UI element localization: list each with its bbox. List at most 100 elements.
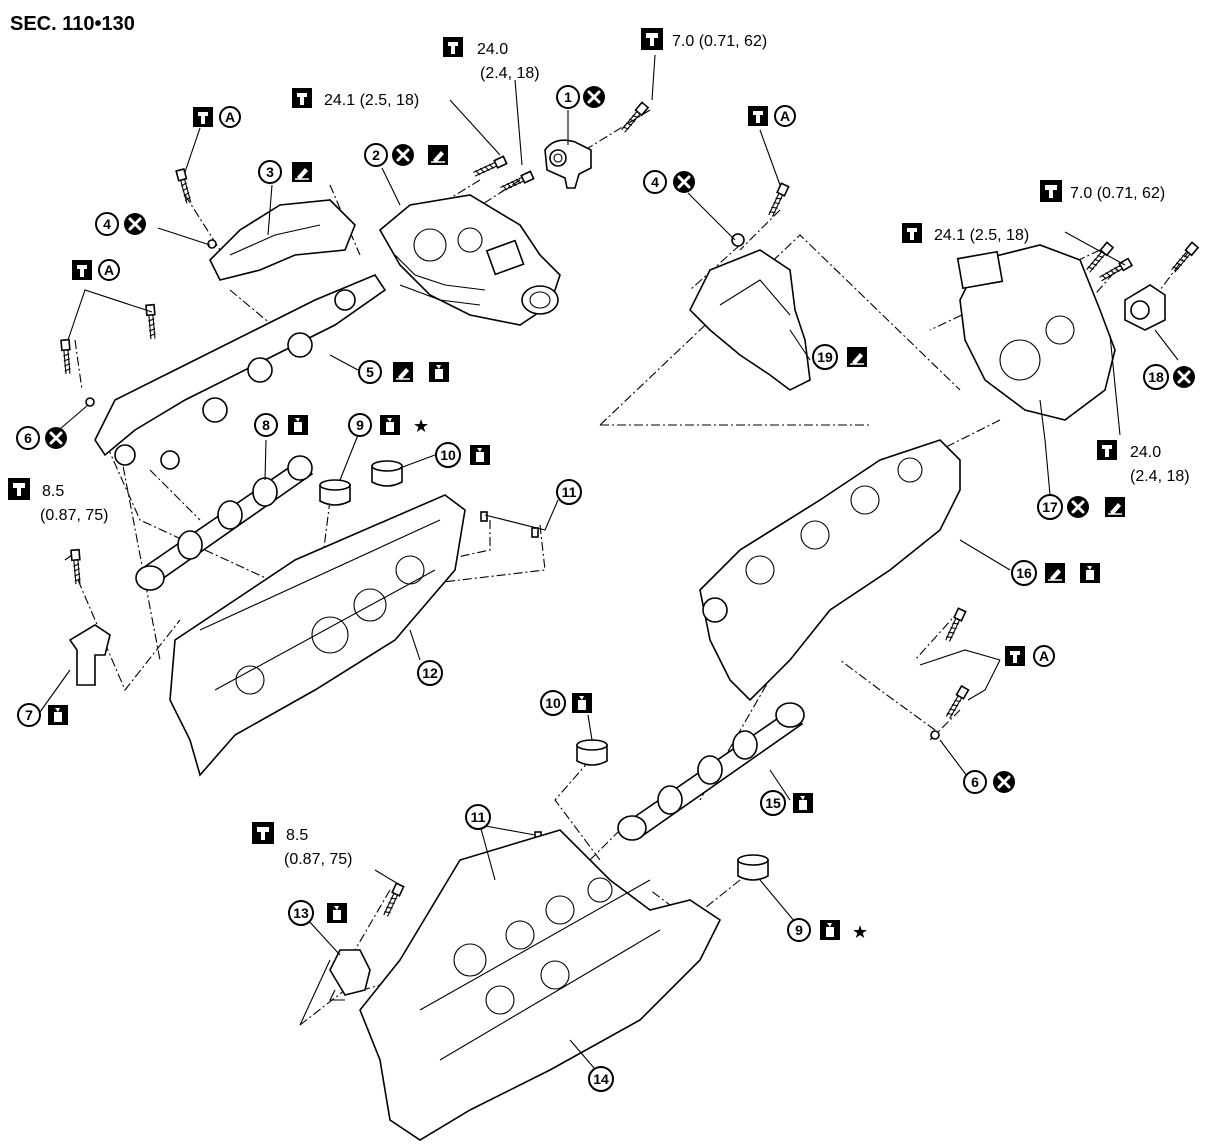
callout-13: 13: [288, 900, 347, 926]
svg-text:4: 4: [103, 216, 111, 232]
lubricate-oil-icon: [327, 903, 347, 923]
svg-text:A: A: [225, 109, 235, 125]
svg-text:A: A: [104, 262, 114, 278]
torque-label-A-right-mid: A: [1005, 645, 1055, 667]
torque-label-8-5-left: 8.5 (0.87, 75): [8, 478, 108, 524]
svg-text:24.1 (2.5, 18): 24.1 (2.5, 18): [934, 227, 1029, 244]
torque-wrench-icon: [902, 223, 922, 243]
svg-text:(0.87, 75): (0.87, 75): [40, 507, 108, 524]
lubricate-oil-icon: [288, 415, 308, 435]
part-17-valve-timing-cover: [956, 244, 1116, 421]
svg-text:5: 5: [366, 364, 374, 380]
torque-label-24-0-top: 24.0 (2.4, 18): [443, 37, 540, 82]
torque-label-24-0-right: 24.0 (2.4, 18): [1097, 440, 1190, 485]
svg-text:17: 17: [1042, 499, 1058, 515]
callout-9-bottom: 9 ★: [787, 918, 868, 943]
part-3-bracket: [209, 199, 356, 281]
svg-text:11: 11: [471, 809, 486, 825]
replace-x-icon: [122, 211, 148, 237]
leader-lines: [39, 54, 1179, 1076]
callout-12: 12: [417, 660, 443, 686]
sealant-icon: [291, 161, 313, 183]
svg-text:A: A: [780, 108, 790, 124]
sealant-icon: [846, 346, 868, 368]
torque-label-A-left-mid: A: [72, 259, 120, 281]
callout-10-left: 10: [435, 442, 490, 468]
callout-14: 14: [588, 1066, 614, 1092]
part-10-valve-lifter: [371, 460, 403, 487]
replace-x-icon: [581, 84, 607, 110]
svg-text:12: 12: [422, 665, 438, 681]
torque-label-24-1-left: 24.1 (2.5, 18): [292, 88, 419, 109]
part-2-valve-timing-cover: [378, 194, 561, 326]
lubricate-oil-icon: [1080, 563, 1100, 583]
part-19-bracket: [689, 249, 811, 391]
part-16-camshaft-bracket: [699, 439, 961, 702]
svg-text:★: ★: [852, 922, 868, 943]
callout-3: 3: [258, 160, 313, 184]
torque-wrench-icon: [292, 88, 312, 108]
callout-16: 16: [1011, 560, 1100, 586]
torque-wrench-icon: [72, 260, 92, 280]
replace-x-icon: [390, 142, 416, 168]
svg-text:10: 10: [545, 695, 561, 711]
svg-text:7.0 (0.71, 62): 7.0 (0.71, 62): [1070, 185, 1165, 202]
svg-text:(2.4, 18): (2.4, 18): [1130, 468, 1190, 485]
torque-label-7-0-right: 7.0 (0.71, 62): [1040, 180, 1165, 202]
torque-label-A-left-top: A: [193, 106, 241, 128]
part-11-dowel-pin: [531, 527, 539, 538]
callout-11-bottom: 11: [465, 804, 491, 830]
svg-text:9: 9: [356, 417, 364, 433]
svg-text:A: A: [1039, 648, 1049, 664]
replace-x-icon: [671, 169, 697, 195]
part-12-cylinder-head: [169, 494, 466, 777]
svg-text:16: 16: [1016, 565, 1032, 581]
svg-text:24.0: 24.0: [477, 41, 508, 58]
sealant-icon: [427, 144, 449, 166]
svg-text:14: 14: [593, 1071, 609, 1087]
sealant-icon: [1104, 496, 1126, 518]
callout-1: 1: [556, 84, 607, 110]
svg-text:24.0: 24.0: [1130, 444, 1161, 461]
lubricate-oil-icon: [793, 793, 813, 813]
lubricate-oil-icon: [470, 445, 490, 465]
svg-text:8.5: 8.5: [286, 827, 308, 844]
torque-wrench-icon: [252, 822, 274, 844]
svg-text:24.1 (2.5, 18): 24.1 (2.5, 18): [324, 92, 419, 109]
torque-wrench-icon: [641, 28, 663, 50]
svg-text:13: 13: [293, 905, 309, 921]
callout-6-left: 6: [16, 425, 69, 451]
torque-wrench-icon: [193, 107, 213, 127]
callout-6-right: 6: [963, 769, 1017, 795]
svg-text:7.0 (0.71, 62): 7.0 (0.71, 62): [672, 33, 767, 50]
lubricate-oil-icon: [572, 693, 592, 713]
callout-2: 2: [364, 142, 449, 168]
lubricate-oil-icon: [48, 705, 68, 725]
lubricate-oil-icon: [820, 920, 840, 940]
part-13-sensor: [329, 949, 371, 1001]
callout-5: 5: [358, 360, 449, 384]
part-15-camshaft: [617, 702, 805, 841]
callout-10-bottom: 10: [540, 690, 592, 716]
svg-text:8: 8: [262, 417, 270, 433]
callout-7: 7: [17, 703, 68, 727]
callout-15: 15: [760, 790, 813, 816]
svg-text:9: 9: [795, 922, 803, 938]
torque-wrench-icon: [443, 37, 463, 57]
part-14-cylinder-head: [359, 829, 722, 1141]
svg-text:2: 2: [372, 147, 380, 163]
replace-x-icon: [1171, 364, 1197, 390]
svg-text:(0.87, 75): (0.87, 75): [284, 851, 352, 868]
callout-19: 19: [812, 344, 868, 370]
callout-4-left: 4: [95, 211, 148, 237]
part-5-camshaft-bracket: [94, 274, 387, 470]
part-11-dowel-pin: [480, 511, 488, 522]
callout-11-left: 11: [556, 479, 582, 505]
part-18-cam-sensor: [1124, 284, 1166, 331]
torque-wrench-icon: [1040, 180, 1062, 202]
svg-text:(2.4, 18): (2.4, 18): [480, 65, 540, 82]
torque-label-24-1-right: 24.1 (2.5, 18): [902, 223, 1029, 244]
part-9-valve-lifter-lower: [737, 854, 769, 881]
sealant-icon: [392, 361, 414, 383]
